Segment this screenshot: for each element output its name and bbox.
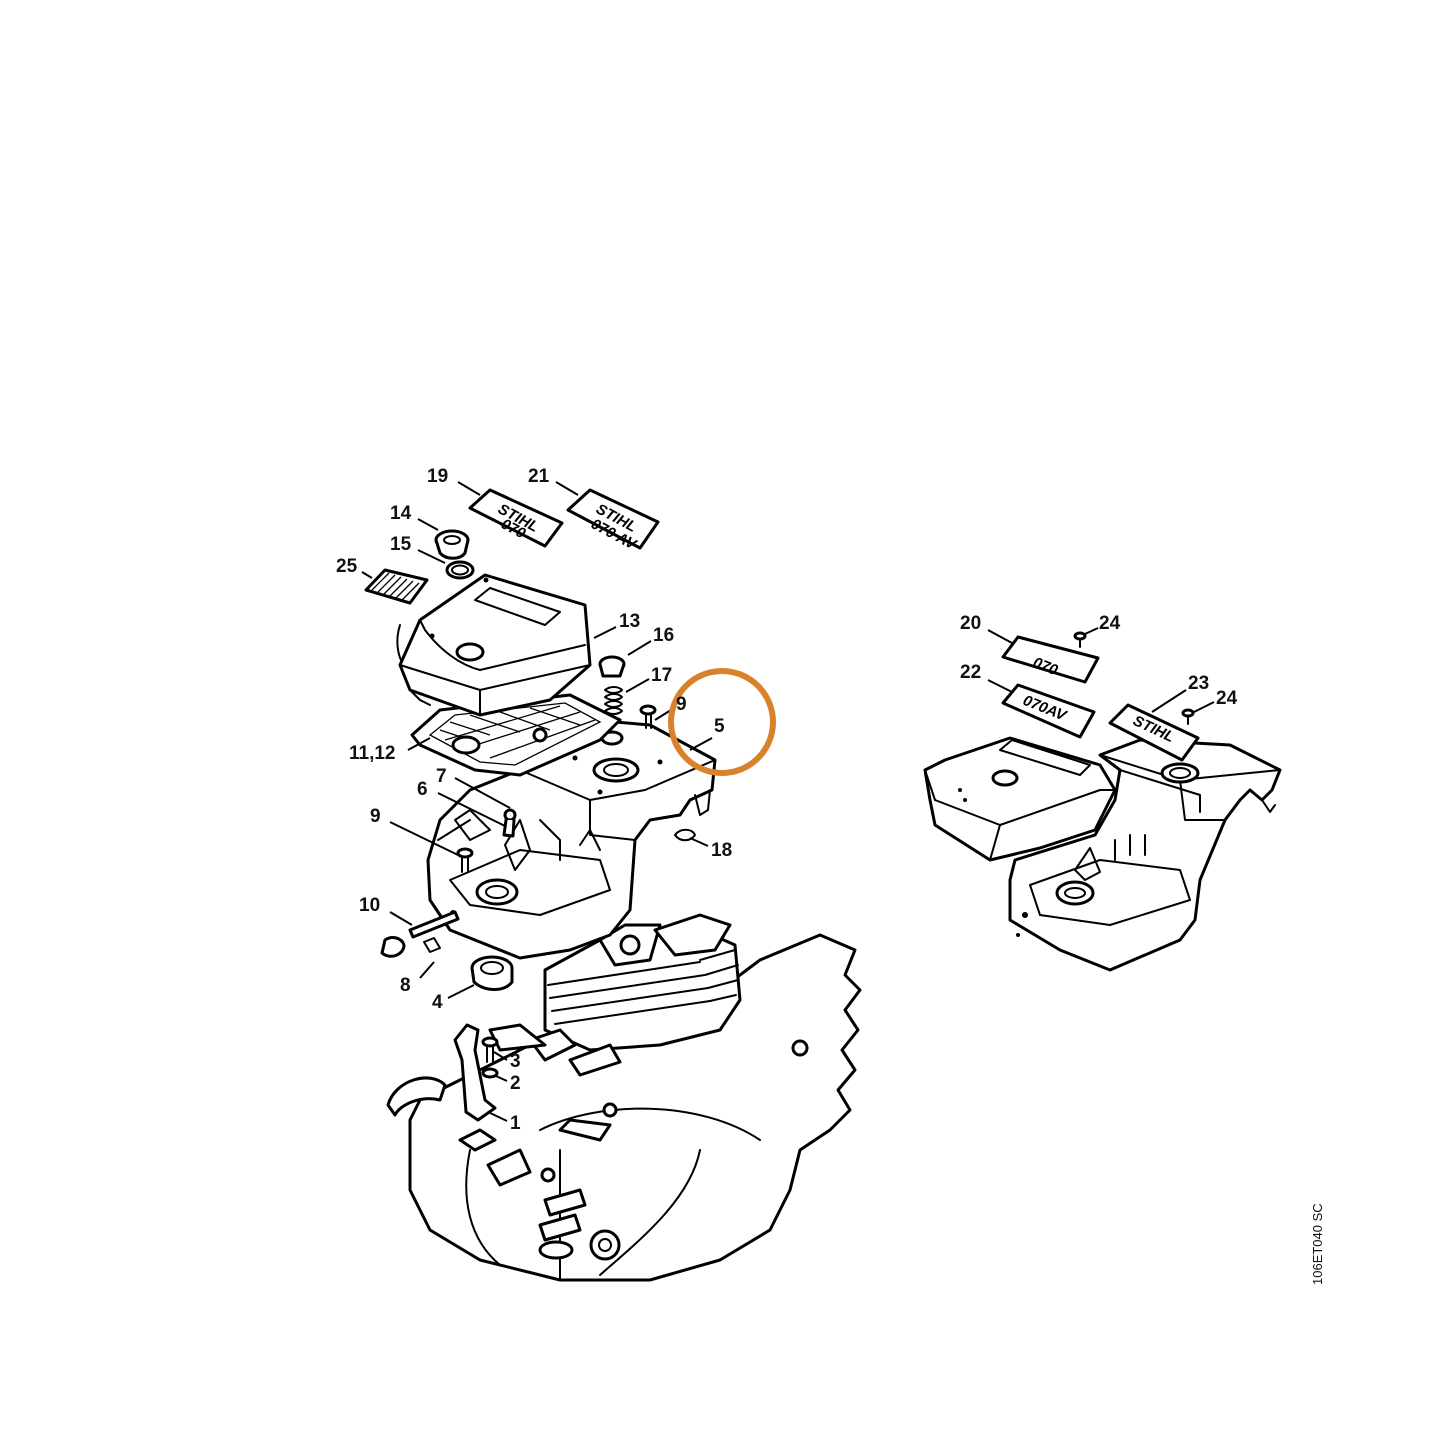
callout-6: 6 <box>417 779 428 800</box>
callout-18: 18 <box>711 840 732 861</box>
drawing-code: 106ET040 SC <box>1310 1203 1325 1285</box>
callout-20: 20 <box>960 613 981 634</box>
callout-numbers: 19 21 14 15 25 13 16 17 9 5 11,12 7 6 9 … <box>336 466 1238 1134</box>
callout-8: 8 <box>400 975 411 996</box>
rivet-24-lower[interactable] <box>1181 708 1195 725</box>
pad[interactable] <box>458 1128 532 1187</box>
callout-11-12: 11,12 <box>349 743 396 764</box>
callout-10: 10 <box>359 895 380 916</box>
screw-3[interactable] <box>481 1036 499 1063</box>
nameplate-20[interactable]: 070 <box>1001 635 1100 684</box>
nameplate-22[interactable]: 070AV <box>1001 683 1096 739</box>
callout-25: 25 <box>336 556 358 577</box>
nameplate-21[interactable]: STIHL 070 AV <box>566 488 660 554</box>
clip-8[interactable] <box>423 937 441 953</box>
nameplate-19[interactable]: STIHL 070 <box>468 488 564 548</box>
screw-9-upper[interactable] <box>639 704 657 729</box>
engine-crankcase[interactable] <box>386 933 862 1282</box>
callout-4: 4 <box>432 992 443 1013</box>
clip-18[interactable] <box>674 828 696 842</box>
knob-16[interactable] <box>598 655 626 678</box>
shroud-variant-assembly[interactable] <box>923 736 1282 972</box>
callout-7: 7 <box>436 766 447 787</box>
screen-25[interactable] <box>364 568 429 605</box>
callout-13: 13 <box>619 611 640 632</box>
shroud-5[interactable] <box>426 720 717 960</box>
callout-21: 21 <box>528 466 550 487</box>
bracket-1[interactable] <box>453 1023 497 1122</box>
rod-10[interactable] <box>380 910 460 958</box>
callout-14: 14 <box>390 503 412 524</box>
washer-2[interactable] <box>481 1067 499 1079</box>
leader-lines <box>361 481 1215 1122</box>
cap-14[interactable] <box>434 529 470 560</box>
ring-15[interactable] <box>445 560 475 580</box>
pin-7[interactable] <box>502 808 517 838</box>
callout-16: 16 <box>653 625 674 646</box>
callout-15: 15 <box>390 534 412 555</box>
callout-17: 17 <box>651 665 672 686</box>
grommet-4[interactable] <box>470 955 514 991</box>
callout-2: 2 <box>510 1073 521 1094</box>
callout-9-upper: 9 <box>676 694 687 715</box>
callout-23: 23 <box>1188 673 1209 694</box>
spring-17[interactable] <box>604 686 623 715</box>
highlight-ring <box>668 668 776 776</box>
callout-19: 19 <box>427 466 448 487</box>
callout-24-lower: 24 <box>1216 688 1238 709</box>
callout-22: 22 <box>960 662 981 683</box>
callout-5: 5 <box>714 716 725 737</box>
cylinder[interactable] <box>488 913 742 1077</box>
callout-9-lower: 9 <box>370 806 381 827</box>
callout-3: 3 <box>510 1051 521 1072</box>
callout-1: 1 <box>510 1113 521 1134</box>
rivet-24-upper[interactable] <box>1073 631 1087 648</box>
filter-cover-13[interactable] <box>396 573 592 717</box>
callout-24-upper: 24 <box>1099 613 1121 634</box>
screw-9-lower[interactable] <box>456 847 474 873</box>
